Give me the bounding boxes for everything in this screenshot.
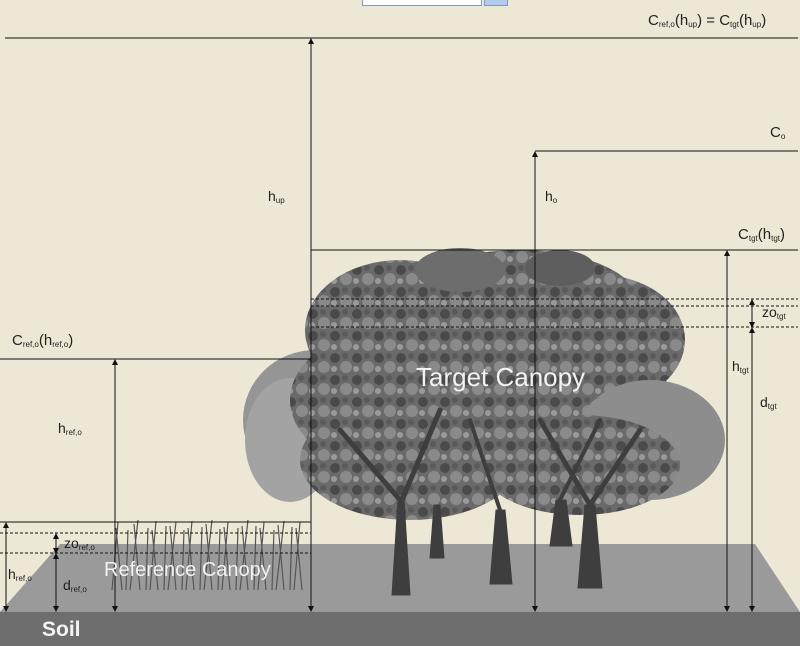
label-zo-ref: zoref,o bbox=[64, 535, 95, 552]
dimension-arrows bbox=[3, 38, 755, 612]
toolbar-input[interactable] bbox=[362, 0, 482, 6]
soil-label: Soil bbox=[42, 618, 81, 641]
label-d-tgt: dtgt bbox=[760, 394, 777, 411]
soil-strip bbox=[0, 612, 800, 646]
label-c-ref: Cref,o(href,o) bbox=[12, 332, 74, 349]
label-h-ref-low: href,o bbox=[8, 566, 32, 583]
tree-trunks bbox=[337, 407, 643, 596]
label-c-top: Cref,o(hup) = Ctgt(hup) bbox=[648, 12, 767, 29]
label-c-tgt: Ctgt(htgt) bbox=[738, 226, 785, 243]
label-c-o: Co bbox=[770, 124, 786, 141]
dashed-lines bbox=[0, 298, 798, 554]
toolbar-button[interactable] bbox=[484, 0, 508, 6]
label-h-o: ho bbox=[545, 188, 558, 205]
label-h-ref-mid: href,o bbox=[58, 420, 82, 437]
target-canopy-label: Target Canopy bbox=[416, 362, 586, 392]
label-h-up: hup bbox=[268, 188, 285, 205]
label-zo-tgt: zotgt bbox=[762, 304, 786, 321]
label-d-ref: dref,o bbox=[63, 577, 87, 594]
label-h-tgt: htgt bbox=[732, 358, 749, 375]
reference-canopy-label: Reference Canopy bbox=[104, 559, 271, 581]
target-canopy-foliage bbox=[243, 248, 725, 520]
reference-lines bbox=[0, 37, 798, 523]
